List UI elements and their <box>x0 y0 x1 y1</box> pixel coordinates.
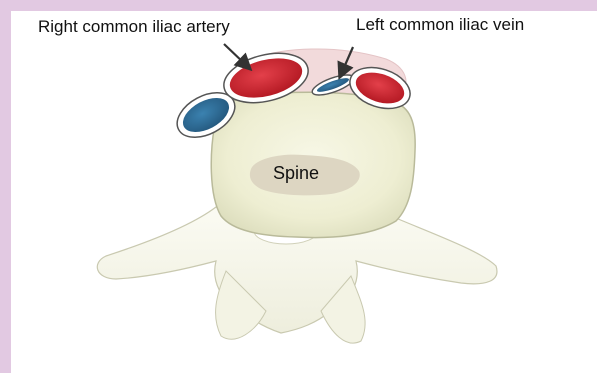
diagram-frame: Right common iliac artery Left common il… <box>11 11 597 373</box>
anatomy-illustration <box>11 11 597 373</box>
label-right-common-iliac-artery: Right common iliac artery <box>38 17 230 37</box>
label-spine: Spine <box>273 163 319 184</box>
label-left-common-iliac-vein: Left common iliac vein <box>356 15 524 35</box>
artery-arrow <box>224 44 246 65</box>
